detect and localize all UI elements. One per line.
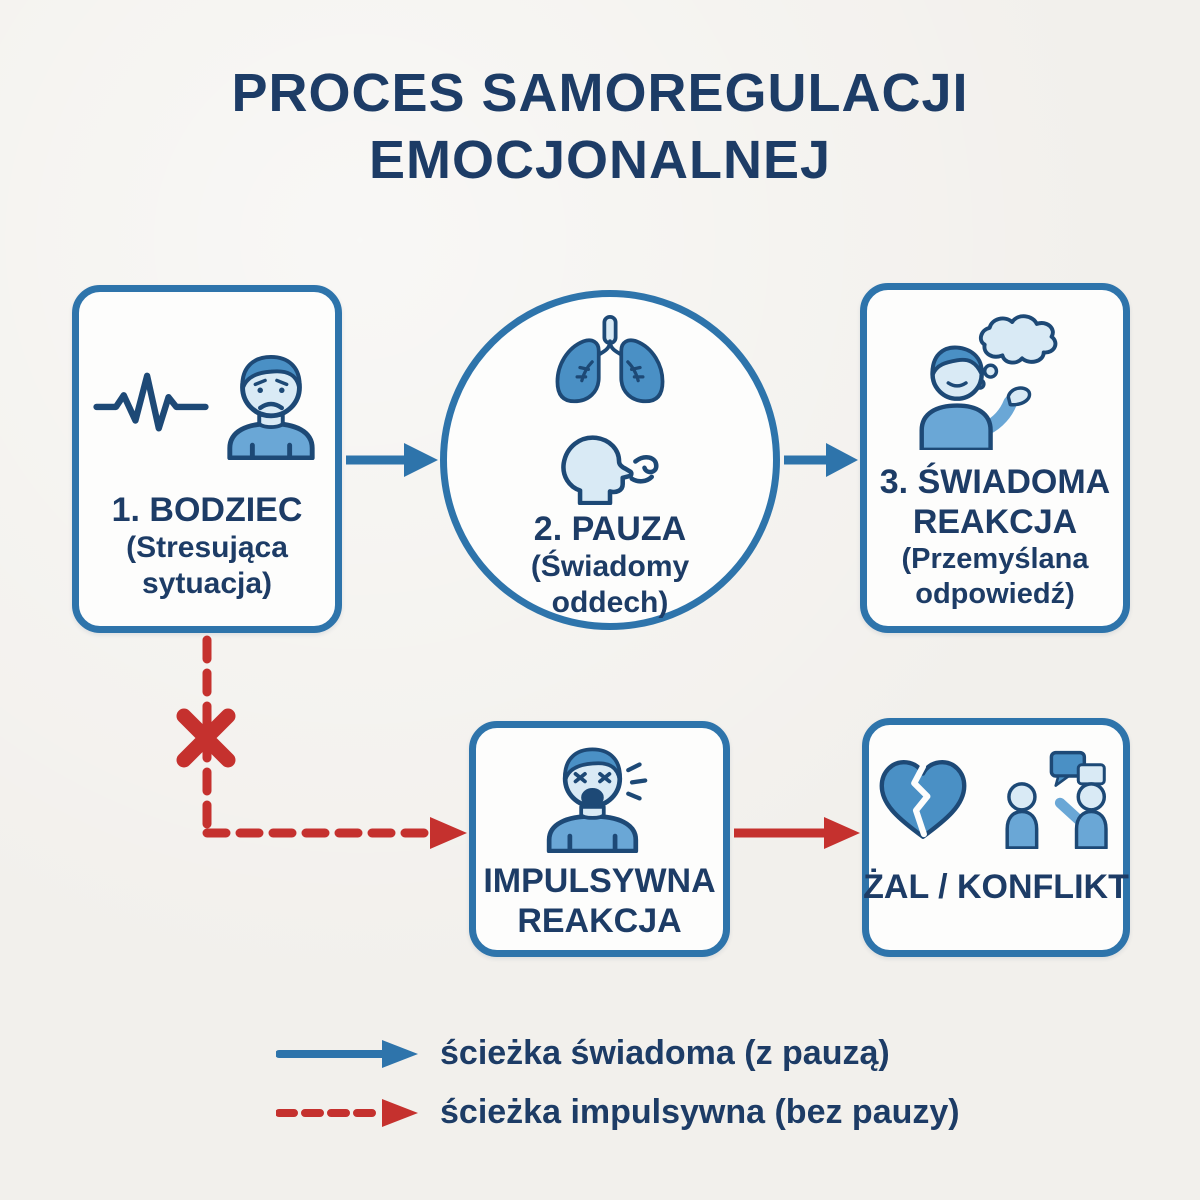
legend-row-conscious: ścieżka świadoma (z pauzą) (276, 1034, 960, 1073)
x-mark-icon (176, 708, 236, 768)
node-swiadoma: 3. ŚWIADOMA REAKCJA (Przemyślana odpowie… (860, 283, 1130, 633)
bodziec-icon-row (92, 348, 322, 460)
pauza-sublabel: (Świadomy oddech) (530, 550, 690, 619)
impulsywna-label: IMPULSYWNA REAKCJA (483, 862, 716, 940)
pauza-label: 2. PAUZA (533, 510, 687, 548)
swiadoma-label: 3. ŚWIADOMA REAKCJA (879, 463, 1111, 541)
page-title: PROCES SAMOREGULACJI EMOCJONALNEJ (0, 60, 1200, 194)
thought-bubble-icon (973, 314, 1058, 390)
bodziec-sublabel: (Stresująca sytuacja) (126, 531, 288, 600)
legend-conscious-label: ścieżka świadoma (z pauzą) (440, 1034, 890, 1072)
arrow-impulsywna-to-zal (734, 817, 860, 849)
page-title-line1: PROCES SAMOREGULACJI (231, 63, 969, 123)
lungs-icon (555, 314, 665, 404)
zal-icon-row (873, 749, 1119, 849)
conflict-people-icon (1005, 750, 1108, 849)
legend: ścieżka świadoma (z pauzą) ścieżka impul… (276, 1034, 960, 1132)
node-zal: ŻAL / KONFLIKT (862, 718, 1130, 957)
page-title-line2: EMOCJONALNEJ (368, 130, 832, 190)
dashed-arrow-icon (276, 1098, 418, 1127)
legend-row-impulsive: ścieżka impulsywna (bez pauzy) (276, 1093, 960, 1132)
arrow-bodziec-to-pauza (346, 443, 438, 477)
swiadoma-sublabel: (Przemyślana odpowiedź) (901, 543, 1089, 610)
sad-person-icon (227, 354, 315, 460)
arrow-pauza-to-swiadoma (784, 443, 858, 477)
node-impulsywna: IMPULSYWNA REAKCJA (469, 721, 730, 957)
bodziec-label: 1. BODZIEC (111, 491, 303, 529)
zal-label: ŻAL / KONFLIKT (863, 868, 1129, 906)
broken-heart-icon (879, 759, 967, 839)
thinking-person-icon (919, 314, 1058, 450)
angry-person-icon (546, 747, 647, 853)
legend-impulsive-label: ścieżka impulsywna (bez pauzy) (440, 1093, 960, 1131)
solid-arrow-icon (276, 1039, 418, 1068)
node-bodziec: 1. BODZIEC (Stresująca sytuacja) (72, 285, 342, 633)
pauza-icon-col (549, 313, 671, 505)
heartbeat-icon (93, 372, 209, 432)
breathing-person-icon (561, 435, 659, 505)
dashed-path-bodziec-to-impulsywna (202, 635, 467, 849)
node-pauza: 2. PAUZA (Świadomy oddech) (440, 290, 780, 630)
